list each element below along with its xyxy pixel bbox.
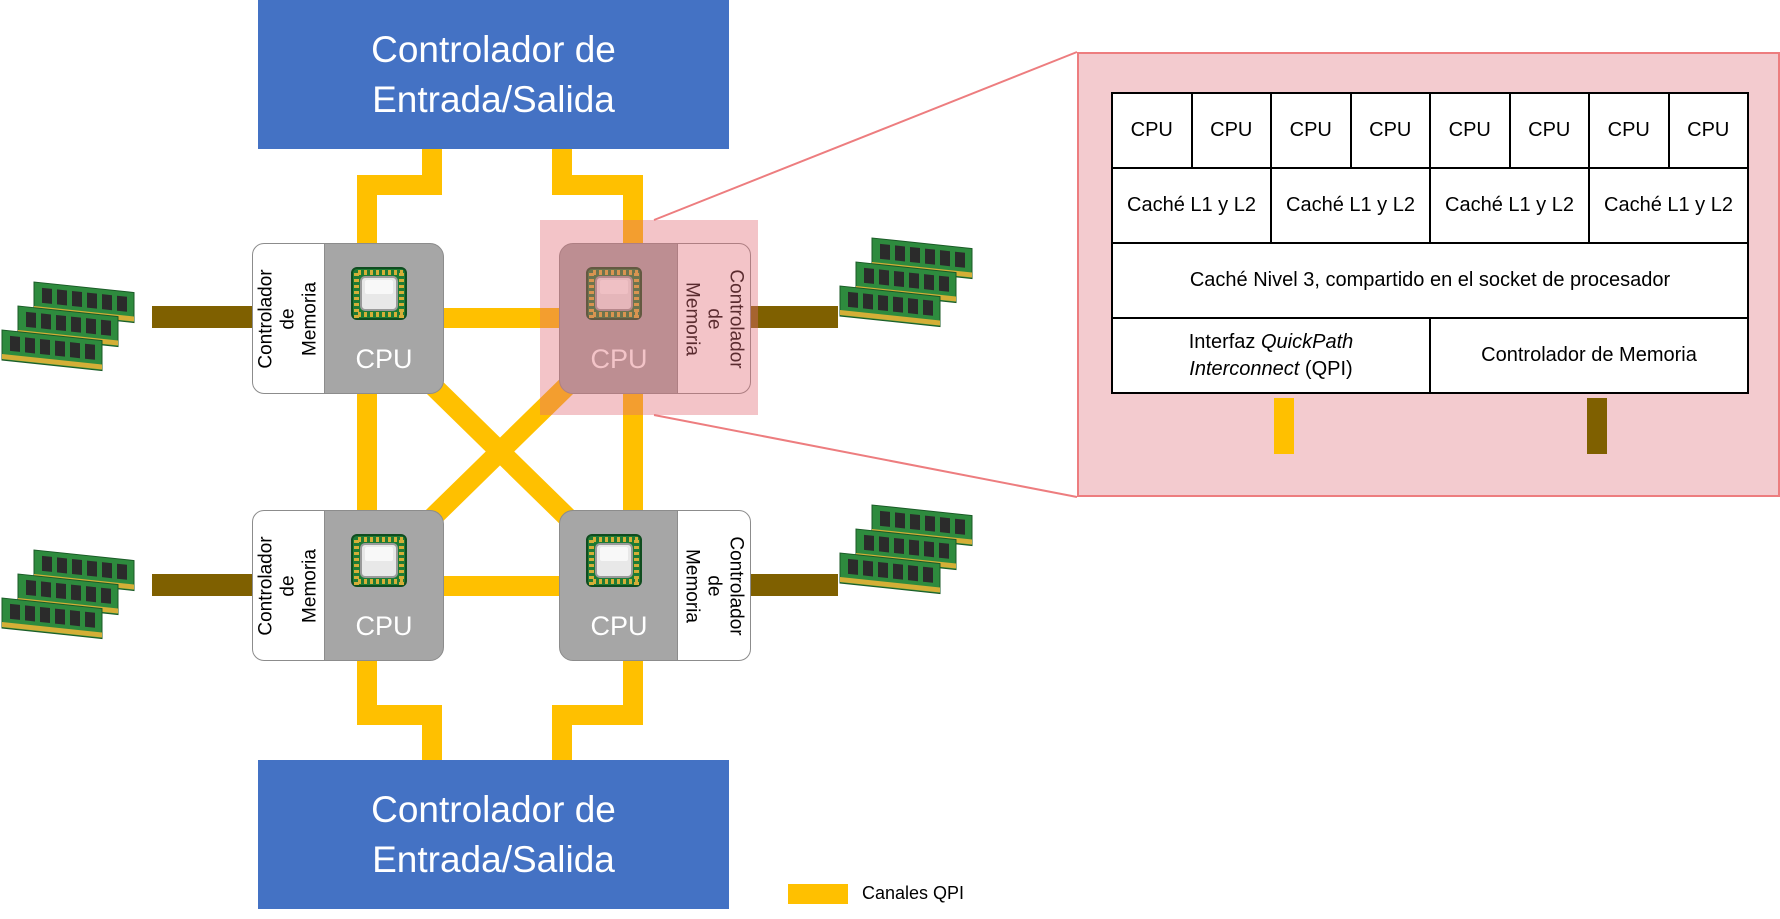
cpu-core: CPU — [559, 243, 679, 394]
qpi-link-io-top-right — [552, 141, 643, 243]
socket-detail-panel: CPU CPU CPU CPU CPU CPU CPU CPU Caché L1… — [1077, 52, 1780, 497]
cache-cell: Caché L1 y L2 — [1111, 167, 1272, 244]
core-cell: CPU — [1349, 92, 1431, 169]
qpi-link-io-bottom-left — [357, 659, 442, 768]
socket-top-right: CPU Controlador de Memoria — [559, 243, 751, 394]
highlighted-socket-overlay — [540, 220, 758, 415]
cpu-label: CPU — [355, 611, 413, 641]
cpu-core: CPU — [324, 510, 444, 661]
ram-modules-icon — [1, 281, 135, 372]
memory-controller-label: Controlador de Memoria — [256, 535, 321, 636]
io-controller-top: Controlador de Entrada/Salida — [258, 0, 729, 149]
memory-controller-cell: Controlador de Memoria — [1429, 317, 1749, 394]
core-cell: CPU — [1270, 92, 1352, 169]
core-cell: CPU — [1667, 92, 1749, 169]
ram-modules-icon — [839, 504, 973, 595]
cpu-chip-icon — [351, 267, 407, 320]
socket-bottom-left: Controlador de Memoria CPU — [252, 510, 444, 661]
l3-row: Caché Nivel 3, compartido en el socket d… — [1111, 242, 1749, 319]
memory-controller: Controlador de Memoria — [677, 510, 751, 661]
core-cell: CPU — [1190, 92, 1272, 169]
qpi-italic: QuickPath — [1261, 330, 1354, 353]
socket-bottom-right: CPU Controlador de Memoria — [559, 510, 751, 661]
cache-cell: Caché L1 y L2 — [1588, 167, 1749, 244]
cpu-chip-icon — [586, 267, 642, 320]
cpu-label: CPU — [590, 344, 648, 374]
core-cell: CPU — [1111, 92, 1193, 169]
cpu-label: CPU — [590, 611, 648, 641]
qpi-link-io-top-left — [357, 141, 442, 243]
core-cell: CPU — [1508, 92, 1590, 169]
socket-detail-table: CPU CPU CPU CPU CPU CPU CPU CPU Caché L1… — [1111, 92, 1749, 394]
memory-controller: Controlador de Memoria — [252, 510, 326, 661]
l3-cache-cell: Caché Nivel 3, compartido en el socket d… — [1111, 242, 1749, 319]
memory-controller: Controlador de Memoria — [677, 243, 751, 394]
cache-cell: Caché L1 y L2 — [1270, 167, 1431, 244]
core-cell: CPU — [1429, 92, 1511, 169]
cpu-core: CPU — [559, 510, 679, 661]
memory-port — [1587, 398, 1607, 454]
qpi-link-io-bottom-right — [552, 659, 643, 768]
qpi-port — [1274, 398, 1294, 454]
legend-qpi-swatch — [788, 883, 848, 904]
caches-row: Caché L1 y L2 Caché L1 y L2 Caché L1 y L… — [1111, 167, 1749, 244]
qpi-link-diagonal-b — [423, 375, 577, 528]
zoom-line-bottom — [653, 414, 1078, 498]
zoom-line-top — [653, 51, 1078, 221]
memory-controller: Controlador de Memoria — [252, 243, 326, 394]
io-controller-bottom: Controlador de Entrada/Salida — [258, 760, 729, 909]
cpu-core: CPU — [324, 243, 444, 394]
legend: Canales QPI — [788, 883, 964, 904]
qpi-prefix: Interfaz — [1188, 330, 1261, 353]
cpu-chip-icon — [586, 534, 642, 587]
memory-controller-label: Controlador de Memoria — [682, 535, 747, 636]
qpi-italic-2: Interconnect — [1189, 357, 1300, 380]
legend-qpi-label: Canales QPI — [862, 883, 965, 903]
ram-modules-icon — [1, 549, 135, 640]
memory-controller-label: Controlador de Memoria — [256, 268, 321, 369]
cores-row: CPU CPU CPU CPU CPU CPU CPU CPU — [1111, 92, 1749, 169]
cpu-label: CPU — [355, 344, 413, 374]
socket-top-left: Controlador de Memoria CPU — [252, 243, 444, 394]
qpi-suffix: (QPI) — [1299, 357, 1353, 380]
core-cell: CPU — [1588, 92, 1670, 169]
cpu-chip-icon — [351, 534, 407, 587]
cache-cell: Caché L1 y L2 — [1429, 167, 1590, 244]
ram-modules-icon — [839, 237, 973, 328]
